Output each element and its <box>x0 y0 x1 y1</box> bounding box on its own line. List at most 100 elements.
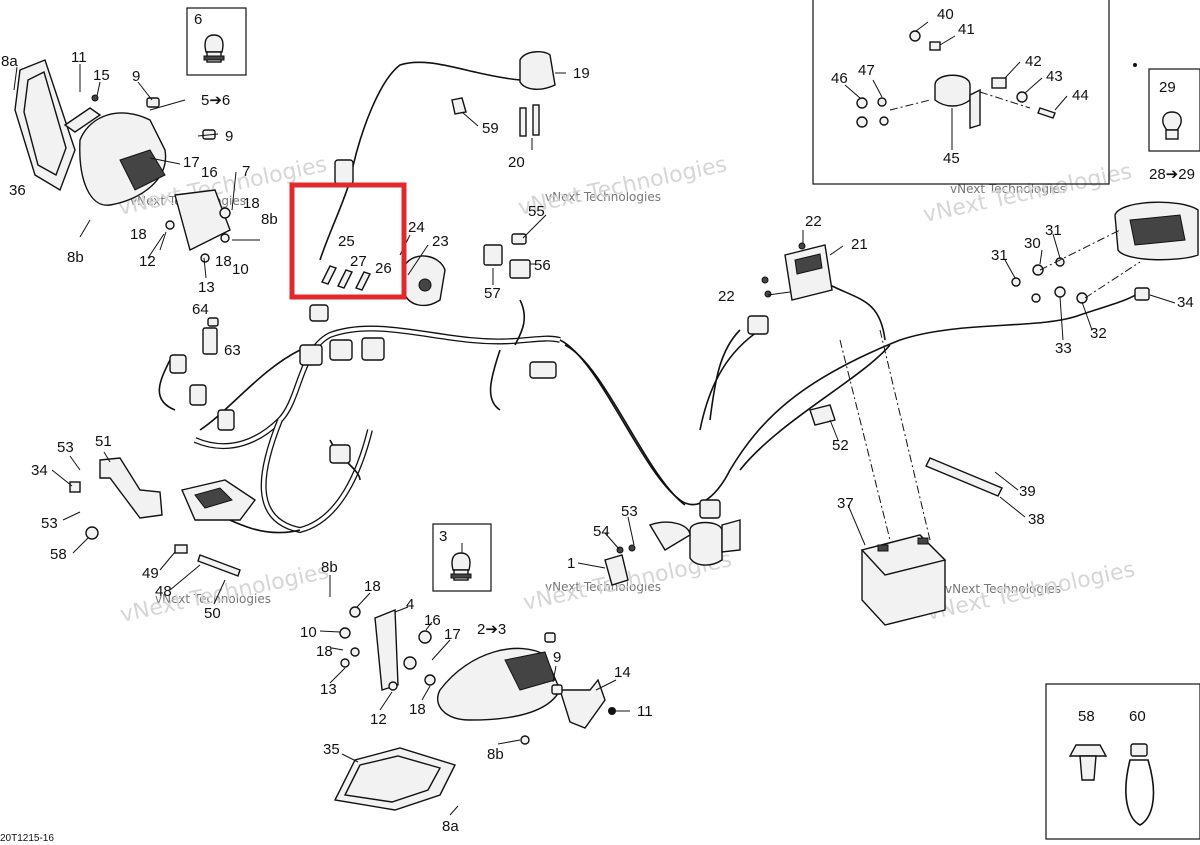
callout-label: 1 <box>567 555 575 572</box>
highlight-box <box>289 182 407 300</box>
callout-label: 9 <box>132 68 140 85</box>
callout-label: 44 <box>1072 87 1089 104</box>
callout-label: 23 <box>432 233 449 250</box>
solenoid-icon <box>856 30 1056 129</box>
callout-label: 45 <box>943 150 960 167</box>
callout-label: 21 <box>851 236 868 253</box>
callout-label: 6 <box>194 11 202 28</box>
callout-label: 53 <box>57 439 74 456</box>
connector-icon <box>699 499 721 519</box>
ignition-switch-icon <box>404 255 446 307</box>
callout-label: 8b <box>67 249 84 266</box>
callout-label: 22 <box>805 213 822 230</box>
callout-label: 8b <box>487 746 504 763</box>
watermark-big: vNext Technologies <box>516 152 729 221</box>
callout-label: 31 <box>1045 222 1062 239</box>
taillight-icon <box>1011 201 1199 304</box>
callout-label: 18 <box>316 643 333 660</box>
callout-label: 7 <box>242 163 250 180</box>
callout-label: 3 <box>439 528 447 545</box>
callout-label: 37 <box>837 495 854 512</box>
callouts: 8a 11 15 9 6 5➔6 9 17 16 7 36 18 8b 18 1… <box>1 6 1195 835</box>
callout-label: 35 <box>323 741 340 758</box>
callout-label: 10 <box>300 624 317 641</box>
relays-group <box>483 233 531 279</box>
callout-label: 41 <box>958 21 975 38</box>
callout-label: 53 <box>621 503 638 520</box>
callout-label: 22 <box>718 288 735 305</box>
callout-label: 50 <box>204 605 221 622</box>
callout-label: 38 <box>1028 511 1045 528</box>
callout-label: 27 <box>350 253 367 270</box>
relay-icon <box>509 259 531 279</box>
callout-label: 5➔6 <box>201 92 230 109</box>
callout-label: 11 <box>71 49 87 66</box>
connector-icon <box>217 409 235 431</box>
control-module-icon <box>181 479 257 521</box>
switch-19-icon <box>451 51 556 137</box>
callout-label: 53 <box>41 515 58 532</box>
callout-label: 17 <box>444 626 461 643</box>
callout-label: 4 <box>406 596 414 613</box>
callout-label: 48 <box>155 583 172 600</box>
callout-label: 18 <box>215 253 232 270</box>
callout-label: 33 <box>1055 340 1072 357</box>
callout-label: 11 <box>637 703 653 720</box>
watermark-small: vNext Technologies <box>945 582 1061 596</box>
callout-label: 30 <box>1024 235 1041 252</box>
callout-label: 8a <box>442 818 459 835</box>
callout-label: 14 <box>614 664 631 681</box>
harness-connectors <box>169 159 769 519</box>
callout-label: 24 <box>408 219 425 236</box>
taillight-bulb-box <box>1148 68 1200 152</box>
callout-label: 47 <box>858 62 875 79</box>
headlight-bracket-icon <box>374 608 399 691</box>
watermark-small: vNext Technologies <box>155 592 271 606</box>
relay-icon <box>483 244 503 266</box>
bracket-icon <box>559 678 606 729</box>
solenoid-detail-box <box>812 0 1110 185</box>
headlight-assembly-bottom <box>339 606 606 745</box>
bulb-icon <box>203 34 225 63</box>
callout-label: 59 <box>482 120 499 137</box>
bulb-icon <box>450 552 472 581</box>
push-rivet-icon <box>1068 744 1108 781</box>
connector-icon <box>529 361 557 379</box>
connector-63-icon <box>202 317 219 355</box>
connector-icon <box>747 315 769 335</box>
callout-label: 18 <box>243 195 260 212</box>
marker-dot <box>608 707 616 715</box>
mounting-bracket-icon <box>69 457 163 540</box>
callout-label: 8b <box>321 559 338 576</box>
callout-label: 9 <box>225 128 233 145</box>
callout-label: 17 <box>183 154 200 171</box>
callout-label: 19 <box>573 65 590 82</box>
callout-label: 28➔29 <box>1149 166 1195 183</box>
callout-label: 40 <box>937 6 954 23</box>
callout-label: 58 <box>50 546 67 563</box>
headlight-bezel-bottom-icon <box>333 747 456 811</box>
headlight-bracket-icon <box>174 189 231 252</box>
callout-label: 49 <box>142 565 159 582</box>
watermark-small: vNext Technologies <box>950 182 1066 196</box>
callout-label: 34 <box>31 462 48 479</box>
callout-label: 36 <box>9 182 26 199</box>
fuse-icon <box>337 269 353 289</box>
fuse-icon <box>355 271 371 291</box>
callout-label: 58 <box>1078 708 1095 725</box>
callout-label: 34 <box>1177 294 1194 311</box>
connector-icon <box>189 384 207 406</box>
bulb-detail-box-top <box>186 7 247 76</box>
callout-label: 54 <box>593 523 610 540</box>
relay-icon <box>511 233 527 245</box>
fasteners-detail-box <box>1045 683 1200 840</box>
callout-label: 60 <box>1129 708 1146 725</box>
fuse-icon <box>321 265 337 285</box>
callout-label: 63 <box>224 342 241 359</box>
callout-label: 26 <box>375 260 392 277</box>
battery-strap-icon <box>809 329 1003 541</box>
callout-label: 31 <box>991 247 1008 264</box>
callout-label: 18 <box>409 701 426 718</box>
callout-label: 32 <box>1090 325 1107 342</box>
